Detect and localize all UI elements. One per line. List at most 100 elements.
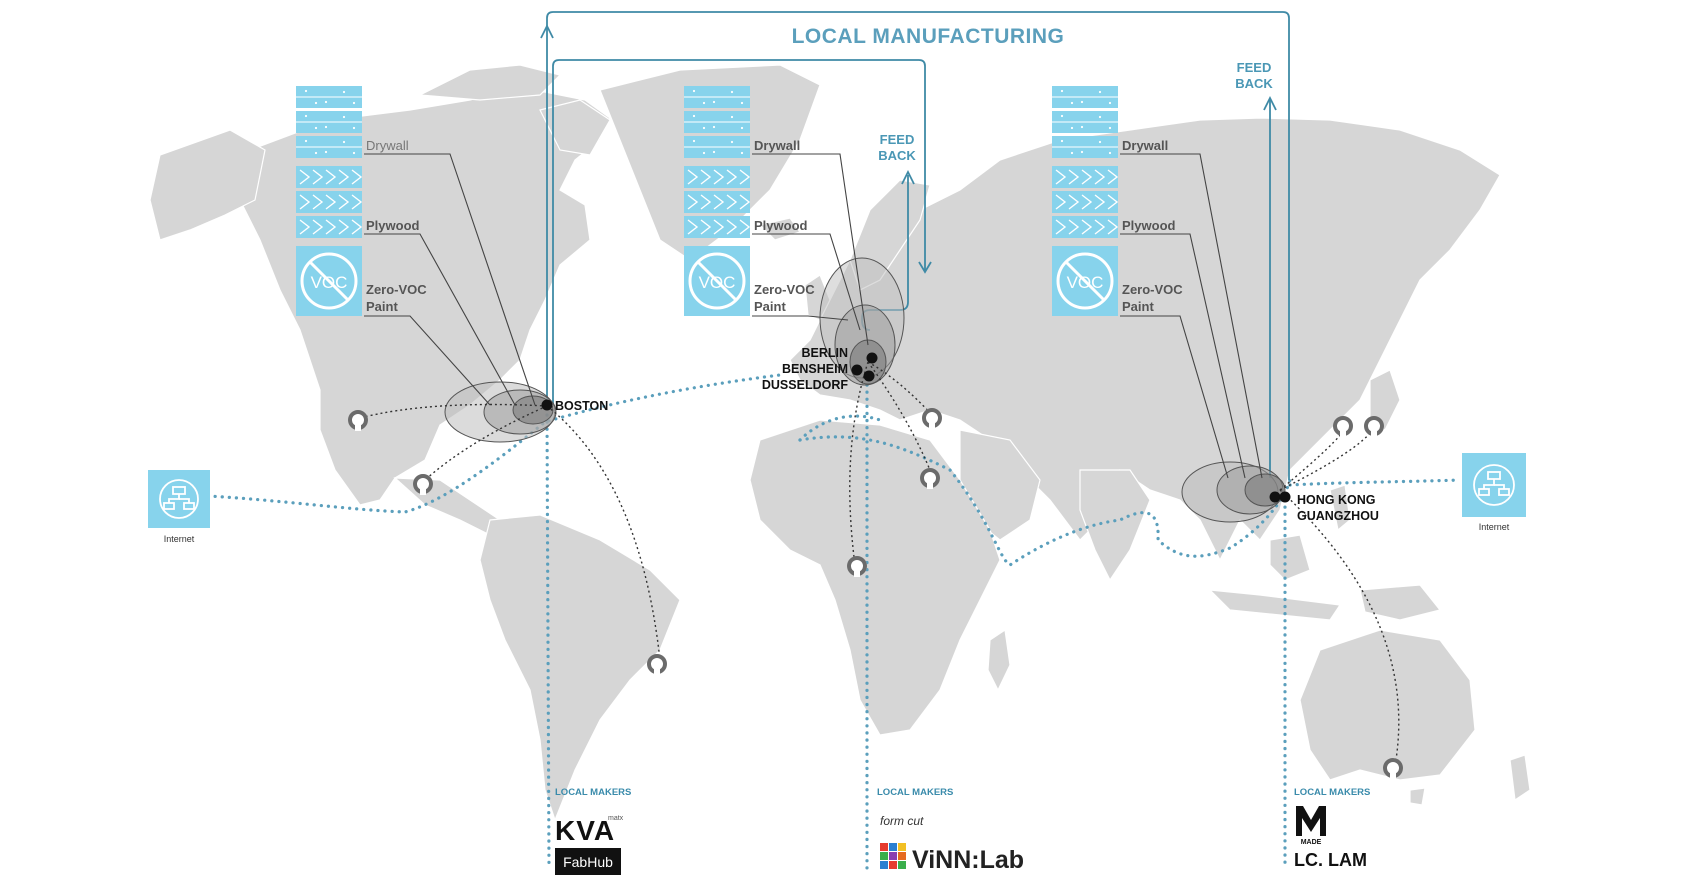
landmass-eurasia [789,117,1501,562]
route-europe-suez [798,435,1292,567]
no-voc-icon: VOC [296,246,362,316]
city-dots [541,352,1291,503]
leader-asia-paint [1120,315,1229,479]
city-dot-berlin[interactable] [866,352,878,364]
material-label-plywood: Plywood [1122,218,1176,233]
landmass-philippines [1329,484,1351,532]
spoke-boston-brazil [546,405,661,661]
material-leaders [364,153,1263,479]
city-label-bensheim: BENSHEIM [782,362,848,376]
landmass-alaska [149,129,266,241]
landmass-australia [1299,629,1476,781]
route-asia-internet-east [1288,478,1462,487]
city-labels: BOSTON BERLIN BENSHEIM DUSSELDORF HONG K… [555,346,1379,523]
flow-outer-loop [546,11,1290,480]
makers-europe: LOCAL MAKERS form cut ViNN:Lab [877,787,1024,874]
maker-pin-icon[interactable] [1383,758,1403,779]
maker-kva[interactable]: KVA [555,815,615,846]
landmass-africa [749,419,1001,736]
spoke-europe-africa-north [867,361,933,476]
flow-arrow-down-europe [918,261,932,274]
landmass-india [1079,469,1151,582]
city-dot-guangzhou[interactable] [1279,491,1291,503]
voc-text: VOC [699,273,736,292]
network-icon [159,479,199,519]
maker-pin-icon[interactable] [348,410,368,431]
network-icon [1473,464,1515,506]
maker-lclam[interactable]: LC. LAM [1294,850,1367,870]
landmass-new-guinea [1359,584,1442,621]
leader-europe-drywall [752,153,869,346]
flow-arrow-up-europe [901,169,915,185]
feedback-label-europe-line2: BACK [878,148,916,163]
city-dot-hong-kong[interactable] [1269,491,1281,503]
maker-pin-icon[interactable] [1364,416,1384,437]
continents [149,64,1531,822]
spoke-europe-west-africa [849,361,869,566]
material-label-zero-voc: Zero-VOC [366,282,427,297]
voc-text: VOC [1067,273,1104,292]
landmass-indonesia [1208,589,1342,621]
internet-west-label: Internet [164,534,195,544]
maker-fabhub-badge[interactable] [555,848,621,875]
no-voc-icon: VOC [1052,246,1118,316]
internet-west[interactable]: Internet [148,470,210,544]
landmass-borneo [1269,534,1311,581]
maker-pins [348,408,1403,779]
local-makers-label-asia: LOCAL MAKERS [1294,787,1370,798]
maker-vinnlab[interactable]: ViNN:Lab [912,846,1024,874]
leader-europe-paint [752,315,849,321]
landmass-new-zealand [1509,754,1531,802]
material-label-zero-voc: Zero-VOC [754,282,815,297]
drywall-icon [684,86,750,158]
made-logo-icon [1296,806,1326,836]
material-label-plywood: Plywood [366,218,420,233]
plywood-icon [296,166,363,238]
maker-made[interactable]: MADE [1301,839,1322,846]
maker-pin-icon[interactable] [847,556,867,577]
city-dot-boston[interactable] [541,399,553,411]
landmass-central-america [393,477,501,536]
landmass-tasmania [1409,787,1426,806]
maker-pin-icon[interactable] [920,468,940,489]
city-label-guangzhou: GUANGZHOU [1297,509,1379,523]
feedback-label-asia-line2: BACK [1235,76,1273,91]
maker-formcut[interactable]: form cut [880,814,924,828]
vinnlab-logo-icon [880,843,906,869]
makers-americas: LOCAL MAKERS KVA matx FabHub [555,787,631,875]
maker-pin-icon[interactable] [1333,416,1353,437]
cluster-asia-inner [1244,473,1286,507]
maker-kva-superscript: matx [608,815,624,822]
city-label-hong-kong: HONG KONG [1297,493,1375,507]
maker-fabhub: FabHub [563,854,613,870]
landmass-baffin [539,99,611,156]
maker-pin-icon[interactable] [413,474,433,495]
leader-boston-plywood [364,233,516,406]
city-label-boston: BOSTON [555,399,608,413]
route-boston-makers [545,413,551,870]
maker-pin-icon[interactable] [922,408,942,429]
leader-europe-plywood [752,233,861,331]
material-label-paint: Paint [366,299,398,314]
material-label-zero-voc: Zero-VOC [1122,282,1183,297]
landmass-south-america [479,514,681,822]
feedback-label-europe: FEED BACK [878,132,916,163]
leader-asia-drywall [1120,153,1263,479]
local-makers-label-europe: LOCAL MAKERS [877,787,953,798]
material-stacks: VOCDrywallPlywoodZero-VOCPaintVOCDrywall… [296,86,1183,316]
internet-east[interactable]: Internet [1462,453,1526,532]
material-label-drywall: Drywall [366,138,409,153]
material-label-paint: Paint [1122,299,1154,314]
feedback-label-asia-line1: FEED [1237,60,1272,75]
map-title: LOCAL MANUFACTURING [792,25,1065,48]
plywood-icon [684,166,751,238]
city-dot-bensheim[interactable] [851,364,863,376]
drywall-icon [1052,86,1118,158]
city-dot-dusseldorf[interactable] [863,370,875,382]
maker-pin-icon[interactable] [647,654,667,675]
makers-asia: LOCAL MAKERS MADE LC. LAM [1294,787,1370,870]
route-internet-west [206,373,782,514]
material-label-paint: Paint [754,299,786,314]
